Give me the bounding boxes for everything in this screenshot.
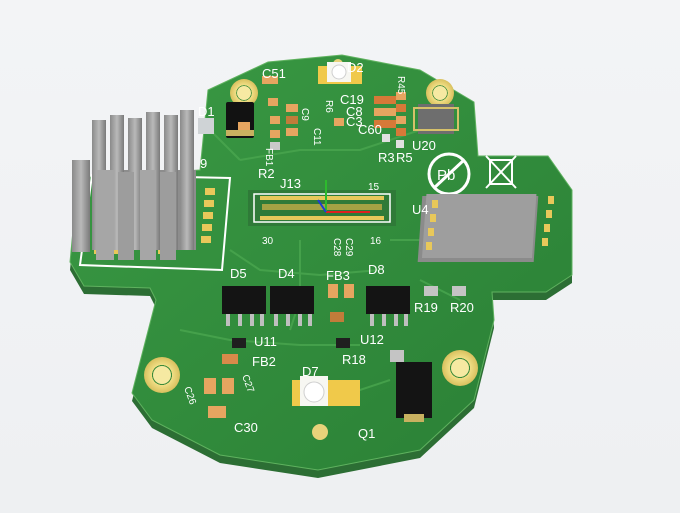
label-c9: C9 [299, 108, 310, 121]
label-u12: U12 [360, 332, 384, 347]
label-c29: C29 [343, 238, 354, 257]
label-d2: D2 [347, 60, 364, 75]
label-u20: U20 [412, 138, 436, 153]
label-pin30: 30 [262, 236, 274, 247]
label-c8: C8 [346, 104, 363, 119]
label-c60: C60 [358, 122, 382, 137]
label-c30: C30 [234, 420, 258, 435]
label-fb2: FB2 [252, 354, 276, 369]
label-c19: C19 [340, 92, 364, 107]
label-c3: C3 [346, 114, 363, 129]
d5-package [222, 286, 266, 326]
pb-free-label: Pb [437, 167, 455, 184]
r20-part [452, 286, 466, 296]
mounting-hole-top-left [230, 79, 258, 107]
fb2-part [222, 354, 238, 364]
label-r20: R20 [450, 300, 474, 315]
label-fb1: FB1 [263, 148, 274, 167]
label-d4: D4 [278, 266, 295, 281]
d2-led [331, 64, 347, 80]
fb3-passives [328, 284, 354, 322]
label-pin9: 9 [200, 156, 207, 171]
label-r2: R2 [258, 166, 275, 181]
u12-part [336, 338, 350, 348]
label-r19: R19 [414, 300, 438, 315]
d8-package [366, 286, 410, 326]
label-pin16: 16 [370, 236, 382, 247]
label-c51: C51 [262, 66, 286, 81]
r19-part [424, 286, 438, 296]
pin-header [72, 110, 196, 260]
mounting-hole-bottom-left [144, 357, 180, 393]
label-c11: C11 [311, 128, 322, 146]
label-u4: U4 [412, 202, 429, 217]
label-q1: Q1 [358, 426, 375, 441]
label-j13: J13 [280, 176, 301, 191]
fiducial [312, 424, 328, 440]
d1-pad [226, 130, 254, 136]
q1-package [396, 362, 432, 422]
d4-package [270, 286, 314, 326]
silkscreen-labels: C51 D2 D1 C9 C11 R6 C19 C8 C3 C60 R45 R3… [181, 60, 474, 441]
u20-pads [413, 107, 459, 131]
u4-module [417, 194, 554, 262]
label-d7: D7 [302, 364, 319, 379]
d1-component [198, 118, 214, 134]
c26-c27-c30 [204, 378, 234, 418]
label-pin15: 15 [368, 182, 380, 193]
label-c28: C28 [331, 238, 342, 257]
label-d5: D5 [230, 266, 247, 281]
label-r18: R18 [342, 352, 366, 367]
r18-part [390, 350, 404, 362]
label-d8: D8 [368, 262, 385, 277]
label-fb3: FB3 [326, 268, 350, 283]
label-r3: R3 [378, 150, 395, 165]
label-d1: D1 [198, 104, 215, 119]
passive-cluster-top [238, 76, 406, 150]
weee-bin-icon [485, 155, 517, 189]
d7-package [292, 376, 360, 406]
label-r45: R45 [395, 76, 406, 95]
label-r5: R5 [396, 150, 413, 165]
mounting-hole-bottom-right [442, 350, 478, 386]
label-r6: R6 [323, 100, 334, 113]
mounting-hole-top-right [426, 79, 454, 107]
u11-part [232, 338, 246, 348]
j13-connector [248, 180, 396, 226]
label-u11: U11 [254, 334, 277, 349]
